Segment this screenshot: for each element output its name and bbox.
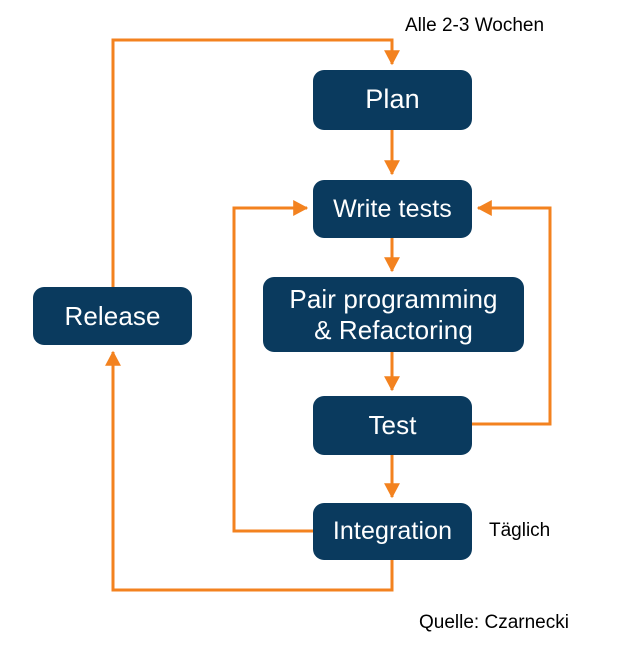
connector-test-to-write-tests: [472, 200, 552, 426]
connector-integration-to-release-loop: [105, 350, 394, 592]
node-release[interactable]: Release: [33, 287, 192, 345]
node-test[interactable]: Test: [313, 396, 472, 455]
caption-cycle-daily: Täglich: [489, 520, 551, 541]
node-plan-label: Plan: [365, 84, 420, 115]
node-pair[interactable]: Pair programming & Refactoring: [263, 277, 524, 352]
node-write-tests-label: Write tests: [333, 194, 452, 223]
node-integration-label: Integration: [332, 517, 453, 545]
caption-cycle-weeks: Alle 2-3 Wochen: [405, 15, 545, 36]
node-write-tests[interactable]: Write tests: [313, 180, 472, 238]
connector-release-to-plan-loop: [111, 38, 400, 287]
connector-integration-to-write-tests: [232, 200, 313, 533]
node-pair-label: Pair programming & Refactoring: [289, 284, 498, 345]
node-plan[interactable]: Plan: [313, 70, 472, 130]
caption-source: Quelle: Czarnecki: [419, 612, 569, 633]
node-release-label: Release: [64, 300, 161, 331]
node-test-label: Test: [368, 410, 417, 441]
node-integration[interactable]: Integration: [313, 503, 472, 560]
